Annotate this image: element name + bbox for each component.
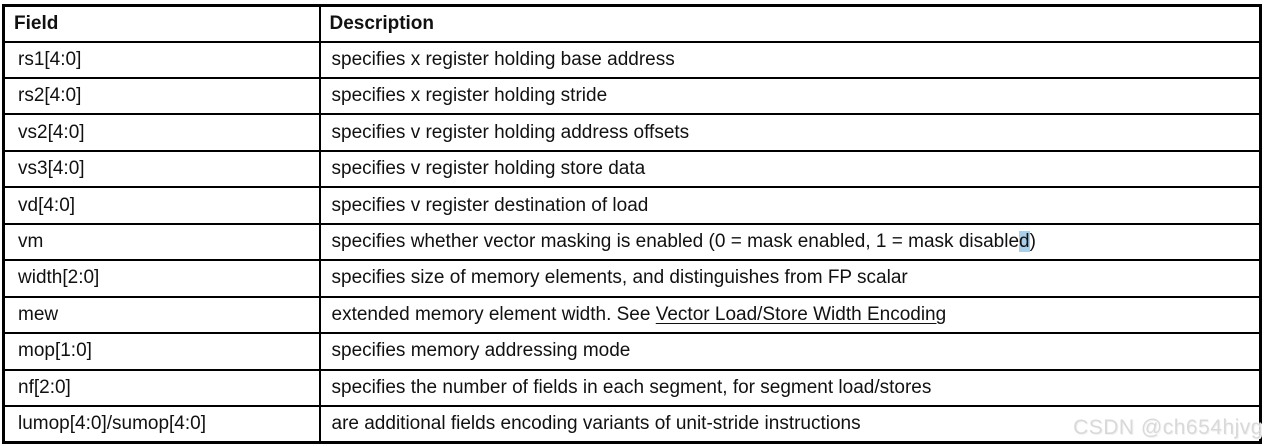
vector-load-store-width-encoding-link[interactable]: Vector Load/Store Width Encoding [655, 303, 947, 325]
description-text: specifies v register destination of load [331, 194, 649, 216]
field-cell: vs3[4:0] [2, 149, 321, 189]
description-text: specifies v register holding address off… [331, 121, 690, 143]
description-text: specifies the number of fields in each s… [331, 376, 932, 398]
description-text: specifies size of memory elements, and d… [331, 267, 908, 289]
description-text: specifies x register holding stride [331, 85, 608, 107]
description-cell: specifies the number of fields in each s… [318, 368, 1262, 408]
selection-highlight: d [1019, 230, 1030, 252]
field-cell: vs2[4:0] [2, 113, 321, 152]
field-cell: rs2[4:0] [2, 76, 321, 116]
description-text: specifies whether vector masking is enab… [331, 230, 1020, 252]
field-column-header: Field [2, 4, 321, 43]
field-cell: vm [2, 222, 321, 262]
description-cell: specifies x register holding base addres… [318, 40, 1262, 79]
field-cell: lumop[4:0]/sumop[4:0] [2, 405, 321, 444]
description-cell: specifies whether vector masking is enab… [318, 222, 1262, 262]
header-row: Field Description [2, 4, 1262, 43]
description-text: specifies x register holding base addres… [331, 48, 675, 70]
description-text: specifies v register holding store data [331, 158, 646, 180]
description-cell: specifies size of memory elements, and d… [318, 259, 1262, 298]
table-row-vs2: vs2[4:0] specifies v register holding ad… [2, 113, 1262, 152]
field-cell: nf[2:0] [2, 368, 321, 408]
description-cell: are additional fields encoding variants … [318, 405, 1262, 444]
table-row-mop: mop[1:0] specifies memory addressing mod… [2, 332, 1262, 371]
description-text: extended memory element width. See [331, 303, 656, 325]
table-row-vm: vm specifies whether vector masking is e… [2, 222, 1262, 262]
description-cell: extended memory element width. See Vecto… [318, 295, 1262, 335]
description-cell: specifies v register holding store data [318, 149, 1262, 189]
field-cell: rs1[4:0] [2, 40, 321, 79]
table-row-vs3: vs3[4:0] specifies v register holding st… [2, 149, 1262, 189]
table-row-rs2: rs2[4:0] specifies x register holding st… [2, 76, 1262, 116]
description-text: are additional fields encoding variants … [331, 413, 861, 435]
field-cell: mop[1:0] [2, 332, 321, 371]
field-cell: width[2:0] [2, 259, 321, 298]
description-cell: specifies v register destination of load [318, 186, 1262, 225]
field-cell: vd[4:0] [2, 186, 321, 225]
description-text: ) [1029, 230, 1036, 252]
description-cell: specifies x register holding stride [318, 76, 1262, 116]
description-text: specifies memory addressing mode [331, 340, 631, 362]
description-cell: specifies memory addressing mode [318, 332, 1262, 371]
field-description-table: Field Description rs1[4:0] specifies x r… [2, 4, 1262, 444]
table-row-lumop-sumop: lumop[4:0]/sumop[4:0] are additional fie… [2, 405, 1262, 444]
description-cell: specifies v register holding address off… [318, 113, 1262, 152]
table-row-nf: nf[2:0] specifies the number of fields i… [2, 368, 1262, 408]
table-row-vd: vd[4:0] specifies v register destination… [2, 186, 1262, 225]
table-row-mew: mew extended memory element width. See V… [2, 295, 1262, 335]
table-row-width: width[2:0] specifies size of memory elem… [2, 259, 1262, 298]
field-cell: mew [2, 295, 321, 335]
table-row-rs1: rs1[4:0] specifies x register holding ba… [2, 40, 1262, 79]
description-column-header: Description [318, 4, 1262, 43]
